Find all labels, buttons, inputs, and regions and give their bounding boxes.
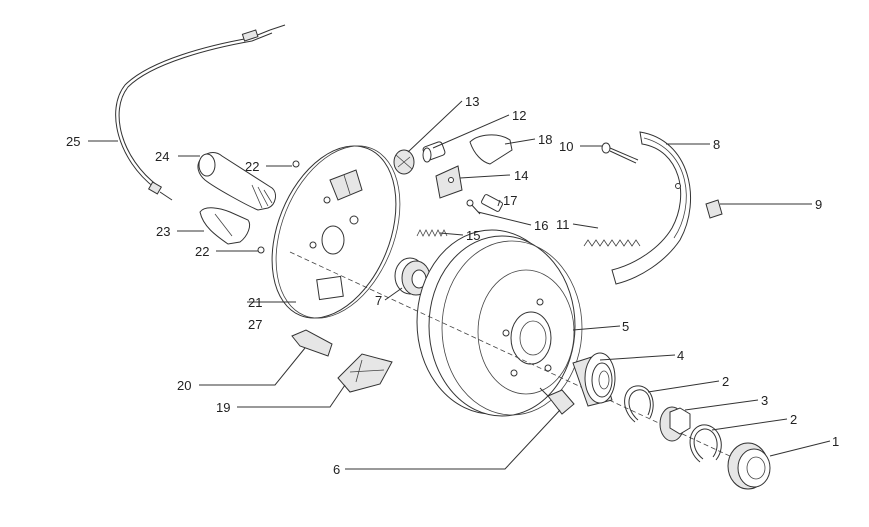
part-bearing [572, 352, 616, 407]
callout-7: 7 [375, 293, 382, 308]
callout-15: 15 [466, 228, 480, 243]
callout-27: 27 [248, 317, 262, 332]
callout-23: 23 [156, 224, 170, 239]
part-brake-drum [416, 229, 583, 417]
callout-4: 4 [677, 348, 684, 363]
part-cable-guide [197, 152, 276, 211]
callout-22-upper: 22 [245, 159, 259, 174]
callout-11: 11 [556, 217, 570, 232]
callout-21: 21 [248, 295, 262, 310]
part-piston [422, 141, 446, 163]
part-bracket [199, 207, 251, 245]
callout-18: 18 [538, 132, 552, 147]
part-pin [481, 194, 503, 212]
part-circlip-inner [624, 385, 654, 423]
callout-10: 10 [559, 139, 573, 154]
callout-22-lower: 22 [195, 244, 209, 259]
callout-16: 16 [534, 218, 548, 233]
part-return-spring [583, 239, 641, 247]
callout-25: 25 [66, 134, 80, 149]
part-lever-mechanism [337, 353, 393, 393]
part-hub-nut [659, 406, 691, 442]
part-clip [469, 134, 513, 165]
part-bolt [539, 387, 575, 415]
callout-2-lower: 2 [790, 412, 797, 427]
part-lever-plate [435, 165, 463, 199]
part-nut-upper [292, 160, 300, 168]
part-circlip-outer [689, 424, 722, 463]
part-nut-lower [257, 246, 265, 254]
callout-24: 24 [155, 149, 169, 164]
part-shoe-clip [705, 199, 723, 219]
callout-9: 9 [815, 197, 822, 212]
part-brake-shoe [611, 131, 692, 285]
part-small-spring [416, 229, 448, 237]
leader-lines [88, 100, 831, 470]
axis-line [289, 251, 761, 471]
part-brake-cable [115, 24, 286, 201]
part-screw [466, 199, 481, 215]
part-hold-down-pin [601, 142, 639, 164]
part-spacer [291, 329, 333, 357]
callout-2-upper: 2 [722, 374, 729, 389]
part-backing-plate [271, 145, 401, 319]
callout-5: 5 [622, 319, 629, 334]
part-hub-cap [727, 442, 771, 490]
callout-14: 14 [514, 168, 528, 183]
callout-13: 13 [465, 94, 479, 109]
callout-20: 20 [177, 378, 191, 393]
callout-19: 19 [216, 400, 230, 415]
callout-1: 1 [832, 434, 839, 449]
callout-12: 12 [512, 108, 526, 123]
callout-17: 17 [503, 193, 517, 208]
callout-8: 8 [713, 137, 720, 152]
part-adjuster [393, 149, 415, 175]
part-seal [394, 257, 431, 296]
callout-3: 3 [761, 393, 768, 408]
callout-6: 6 [333, 462, 340, 477]
